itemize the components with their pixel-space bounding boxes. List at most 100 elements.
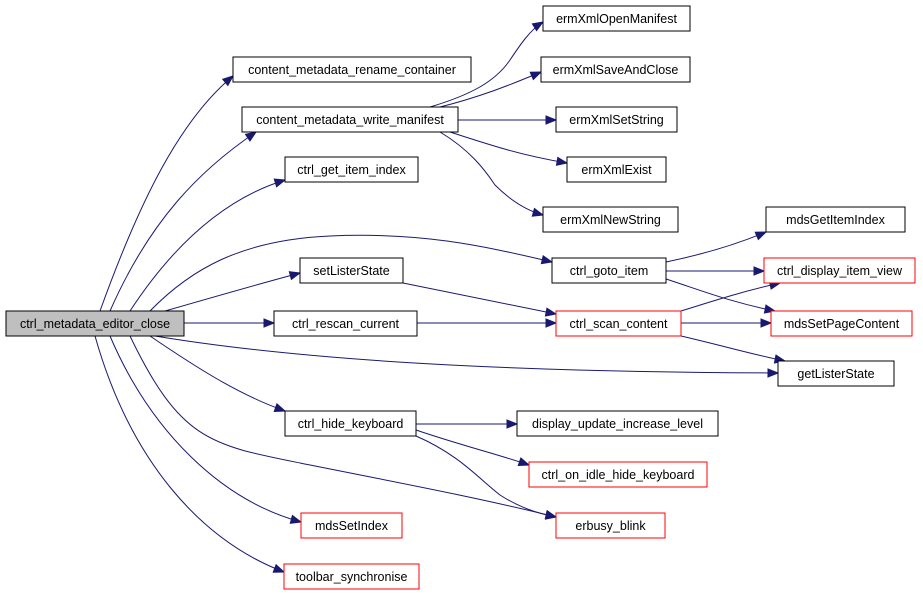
node-box[interactable]	[528, 461, 708, 488]
edge-write-to-saveclose	[439, 71, 543, 108]
arrowhead-icon	[544, 510, 558, 520]
arrowhead-icon	[754, 231, 768, 241]
node-box[interactable]	[763, 257, 916, 284]
node-label: erbusy_blink	[575, 519, 646, 533]
node-dispview[interactable]: ctrl_display_item_view	[763, 257, 916, 284]
node-box[interactable]	[551, 257, 667, 284]
edge-root-to-mdsidx	[109, 335, 303, 524]
node-box[interactable]	[555, 310, 682, 337]
node-hidekb[interactable]: ctrl_hide_keyboard	[284, 410, 417, 437]
edge-line	[164, 272, 301, 312]
node-openman[interactable]: ermXmlOpenManifest	[542, 5, 691, 32]
edge-root-to-getlister	[154, 335, 780, 378]
edge-goto-to-dispview	[666, 266, 766, 276]
node-dispinc[interactable]: display_update_increase_level	[516, 410, 719, 437]
node-root[interactable]: ctrl_metadata_editor_close	[5, 310, 185, 337]
edge-root-to-getidx	[129, 178, 287, 312]
node-label: ctrl_on_idle_hide_keyboard	[542, 468, 695, 482]
node-box[interactable]	[777, 360, 895, 387]
node-setstr[interactable]: ermXmlSetString	[555, 106, 678, 133]
edge-root-to-rescan	[184, 318, 276, 328]
node-label: ctrl_display_item_view	[777, 264, 903, 278]
edge-root-to-hidekb	[149, 335, 287, 412]
arrowhead-icon	[506, 419, 519, 429]
node-box[interactable]	[555, 512, 666, 539]
node-rename[interactable]: content_metadata_rename_container	[232, 56, 472, 83]
node-box[interactable]	[273, 310, 418, 337]
edge-write-to-setstr	[458, 115, 558, 125]
node-box[interactable]	[284, 156, 419, 183]
arrowhead-icon	[244, 131, 258, 142]
node-erbusy[interactable]: erbusy_blink	[555, 512, 666, 539]
node-newstr[interactable]: ermXmlNewString	[542, 206, 679, 233]
node-rescan[interactable]: ctrl_rescan_current	[273, 310, 418, 337]
node-label: mdsSetPageContent	[784, 317, 900, 331]
node-label: ermXmlSetString	[569, 113, 664, 127]
node-box[interactable]	[5, 310, 185, 337]
arrowhead-icon	[545, 318, 558, 328]
edge-line	[439, 131, 544, 216]
arrowhead-icon	[544, 307, 558, 317]
node-label: content_metadata_write_manifest	[256, 113, 444, 127]
arrowhead-icon	[289, 514, 303, 524]
node-label: ctrl_rescan_current	[292, 317, 400, 331]
edge-line	[680, 282, 781, 312]
node-label: ctrl_metadata_editor_close	[20, 317, 170, 331]
node-getlister[interactable]: getListerState	[777, 360, 895, 387]
node-box[interactable]	[232, 56, 472, 83]
node-goto[interactable]: ctrl_goto_item	[551, 257, 667, 284]
edge-root-to-write	[109, 131, 258, 312]
edge-line	[109, 131, 257, 312]
node-onidle[interactable]: ctrl_on_idle_hide_keyboard	[528, 461, 708, 488]
node-saveclose[interactable]: ermXmlSaveAndClose	[540, 56, 691, 83]
node-box[interactable]	[300, 512, 403, 539]
node-box[interactable]	[283, 563, 420, 590]
edge-hidekb-to-onidle	[415, 429, 531, 467]
node-label: toolbar_synchronise	[296, 570, 408, 584]
edge-line	[449, 131, 568, 164]
node-label: display_update_increase_level	[532, 417, 703, 431]
node-box[interactable]	[566, 156, 667, 183]
edge-root-to-setlister	[164, 271, 302, 312]
node-box[interactable]	[770, 310, 913, 337]
edge-rescan-to-scan	[417, 318, 558, 328]
node-box[interactable]	[284, 410, 417, 437]
node-box[interactable]	[540, 56, 691, 83]
node-mdsidx[interactable]: mdsSetIndex	[300, 512, 403, 539]
arrowhead-icon	[767, 368, 780, 378]
node-setlister[interactable]: setListerState	[299, 257, 404, 284]
node-box[interactable]	[542, 206, 679, 233]
edge-line	[129, 335, 557, 518]
edge-line	[665, 231, 767, 263]
edge-line	[109, 335, 302, 523]
edge-hidekb-to-erbusy	[415, 435, 558, 520]
node-box[interactable]	[299, 257, 404, 284]
node-box[interactable]	[765, 206, 906, 233]
node-scan[interactable]: ctrl_scan_content	[555, 310, 682, 337]
arrowhead-icon	[221, 75, 235, 87]
edge-goto-to-mdspage	[665, 278, 777, 314]
node-box[interactable]	[555, 106, 678, 133]
node-label: setListerState	[313, 264, 389, 278]
edge-line	[129, 179, 286, 312]
node-getidx[interactable]: ctrl_get_item_index	[284, 156, 419, 183]
node-mdspage[interactable]: mdsSetPageContent	[770, 310, 913, 337]
edge-setlister-to-scan	[402, 282, 558, 317]
arrowhead-icon	[760, 318, 773, 328]
arrowhead-icon	[540, 254, 554, 265]
edge-root-to-toolbar	[94, 335, 286, 573]
node-label: ctrl_hide_keyboard	[298, 417, 404, 431]
node-exist[interactable]: ermXmlExist	[566, 156, 667, 183]
edge-line	[149, 234, 553, 312]
node-label: getListerState	[797, 367, 874, 381]
edge-write-to-exist	[449, 131, 569, 166]
node-box[interactable]	[542, 5, 691, 32]
node-box[interactable]	[516, 410, 719, 437]
node-box[interactable]	[241, 106, 459, 133]
node-write[interactable]: content_metadata_write_manifest	[241, 106, 459, 133]
edge-line	[415, 429, 530, 466]
node-mdsgetidx[interactable]: mdsGetItemIndex	[765, 206, 906, 233]
arrowhead-icon	[531, 207, 545, 217]
node-toolbar[interactable]: toolbar_synchronise	[283, 563, 420, 590]
edge-line	[94, 335, 285, 573]
